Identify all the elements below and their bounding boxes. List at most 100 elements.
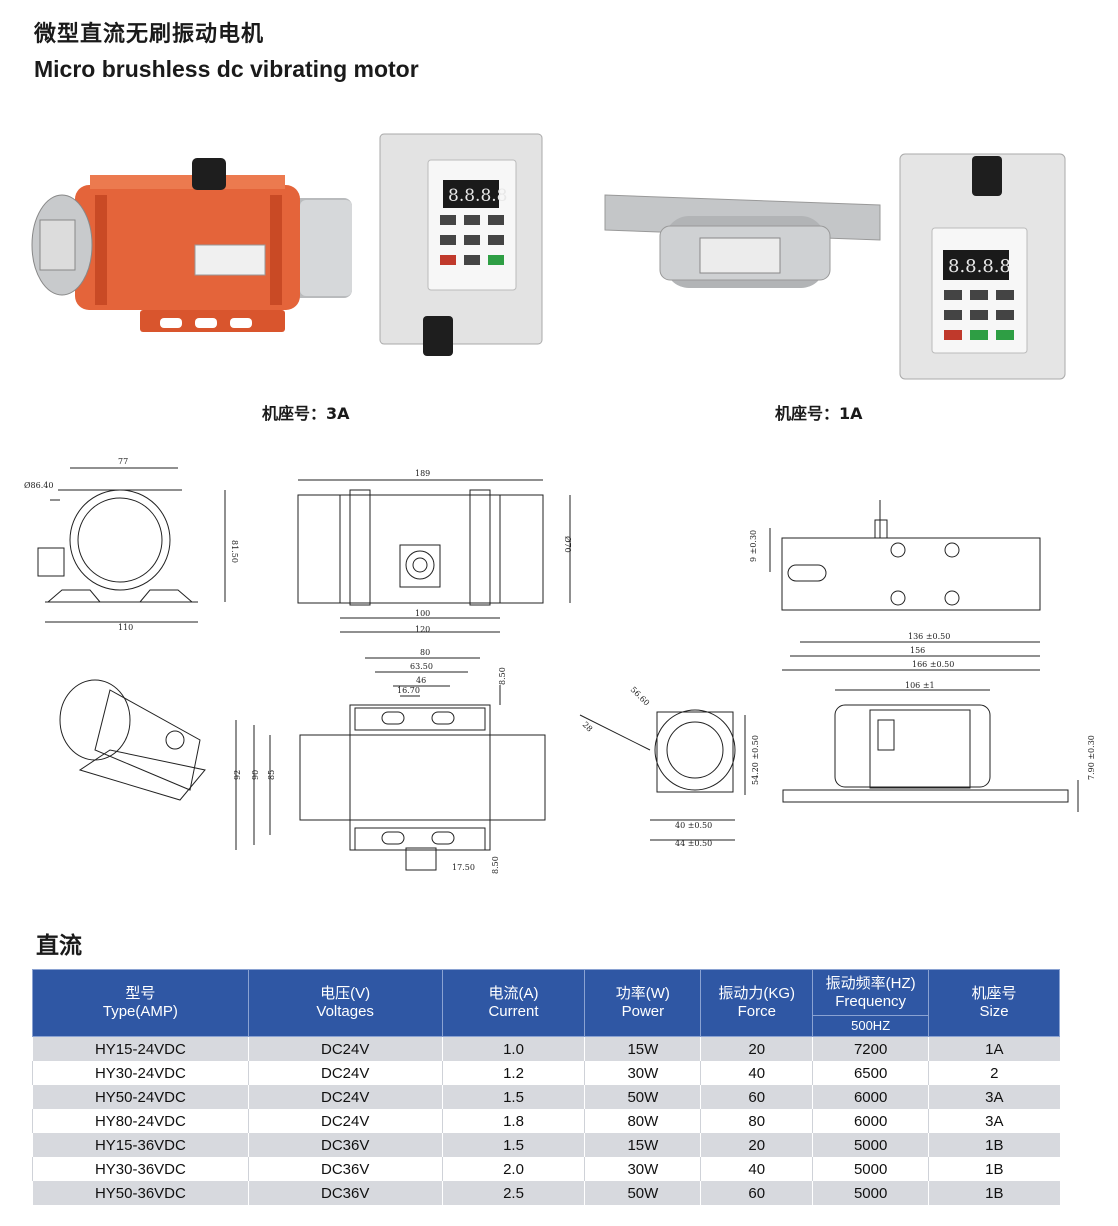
- dim-80: 80: [420, 648, 430, 657]
- dim-92: 92: [233, 770, 242, 780]
- cell-freq: 6000: [812, 1085, 929, 1109]
- cell-force: 40: [700, 1157, 813, 1181]
- cell-voltage: DC24V: [247, 1109, 443, 1133]
- controller-display-right: 8.8.8.8: [948, 256, 1011, 277]
- title-chinese: 微型直流无刷振动电机: [34, 22, 265, 47]
- cell-size: 1B: [928, 1181, 1060, 1205]
- dim-17: 17.50: [452, 863, 475, 872]
- cell-size: 1B: [928, 1157, 1060, 1181]
- dim-110: 110: [118, 623, 133, 632]
- cell-type: HY15-24VDC: [32, 1036, 249, 1061]
- cell-power: 30W: [584, 1157, 701, 1181]
- cell-current: 1.2: [441, 1061, 585, 1085]
- dim-7: 7.90 ±0.30: [1087, 735, 1096, 780]
- dim-100: 100: [415, 609, 430, 618]
- cell-type: HY80-24VDC: [32, 1109, 249, 1133]
- dim-56: 56.60: [629, 685, 652, 708]
- cell-current: 2.0: [441, 1157, 585, 1181]
- dim-120: 120: [415, 625, 430, 634]
- cell-type: HY30-24VDC: [32, 1061, 249, 1085]
- cell-voltage: DC24V: [247, 1036, 443, 1061]
- cell-current: 2.5: [441, 1181, 585, 1205]
- header-power: 功率(W)Power: [584, 969, 702, 1037]
- cell-power: 30W: [584, 1061, 701, 1085]
- cell-current: 1.8: [441, 1109, 585, 1133]
- silver-motor-photo: [604, 194, 881, 288]
- drawing-front-view-3a: [297, 479, 571, 633]
- cell-freq: 5000: [812, 1157, 929, 1181]
- header-force: 振动力(KG)Force: [700, 969, 814, 1037]
- cell-power: 50W: [584, 1181, 701, 1205]
- technical-drawings: 77 Ø86.40 81.50 110 189 Ø70 100 120 80: [24, 457, 1096, 874]
- cell-voltage: DC36V: [247, 1181, 443, 1205]
- dim-46: 46: [416, 676, 426, 685]
- cell-freq: 5000: [812, 1181, 929, 1205]
- cell-freq: 7200: [812, 1036, 929, 1061]
- cell-force: 80: [700, 1109, 813, 1133]
- cell-freq: 6000: [812, 1109, 929, 1133]
- cell-force: 40: [700, 1061, 813, 1085]
- header-frequency: 振动频率(HZ)Frequency: [812, 969, 930, 1016]
- dim-156: 156: [910, 646, 925, 655]
- caption-size-1a: 机座号：1A: [775, 404, 863, 423]
- dim-28: 28: [581, 720, 595, 734]
- cell-type: HY50-24VDC: [32, 1085, 249, 1109]
- cell-current: 1.5: [441, 1133, 585, 1157]
- drawing-rail-side-view-1a: [782, 689, 1079, 812]
- dim-81: 81.50: [230, 540, 239, 563]
- cell-current: 1.5: [441, 1085, 585, 1109]
- dim-40: 40 ±0.50: [675, 821, 712, 830]
- dim-85: 85: [267, 770, 276, 780]
- dim-16: 16.70: [397, 686, 420, 695]
- dim-9: 9 ±0.30: [749, 530, 758, 562]
- cell-type: HY15-36VDC: [32, 1133, 249, 1157]
- cell-size: 2: [928, 1061, 1060, 1085]
- cell-voltage: DC36V: [247, 1157, 443, 1181]
- cell-power: 15W: [584, 1133, 701, 1157]
- cell-force: 20: [700, 1036, 813, 1061]
- cell-force: 60: [700, 1085, 813, 1109]
- drawing-rail-top-view-1a: [769, 500, 1041, 671]
- cell-force: 60: [700, 1181, 813, 1205]
- dim-54: 54.20 ±0.50: [751, 735, 760, 785]
- controller-left-photo: 8.8.8.8: [379, 133, 543, 356]
- cell-voltage: DC24V: [247, 1085, 443, 1109]
- drawing-side-view-1a: [579, 709, 746, 841]
- dim-136: 136 ±0.50: [908, 632, 950, 641]
- dim-86: Ø86.40: [24, 481, 53, 490]
- dim-106: 106 ±1: [905, 681, 935, 690]
- cell-power: 80W: [584, 1109, 701, 1133]
- cell-freq: 5000: [812, 1133, 929, 1157]
- dim-63: 63.50: [410, 662, 433, 671]
- controller-display-left: 8.8.8.8: [448, 186, 507, 206]
- cell-size: 3A: [928, 1085, 1060, 1109]
- cell-power: 50W: [584, 1085, 701, 1109]
- cell-voltage: DC36V: [247, 1133, 443, 1157]
- dim-44: 44 ±0.50: [675, 839, 712, 848]
- cell-power: 15W: [584, 1036, 701, 1061]
- cell-size: 3A: [928, 1109, 1060, 1133]
- header-frequency-sub: 500HZ: [812, 1015, 930, 1037]
- product-photos: 8.8.8.8 8.8.8.8: [31, 133, 1066, 380]
- caption-size-3a: 机座号：3A: [262, 404, 350, 423]
- cell-voltage: DC24V: [247, 1061, 443, 1085]
- cell-force: 20: [700, 1133, 813, 1157]
- controller-right-photo: 8.8.8.8: [899, 153, 1066, 380]
- dim-8a: 8.50: [498, 667, 507, 685]
- orange-motor-photo: [31, 158, 352, 332]
- cell-current: 1.0: [441, 1036, 585, 1061]
- dim-77: 77: [118, 457, 128, 466]
- dim-189: 189: [415, 469, 430, 478]
- dim-166: 166 ±0.50: [912, 660, 954, 669]
- drawing-top-view-3a: [235, 657, 546, 871]
